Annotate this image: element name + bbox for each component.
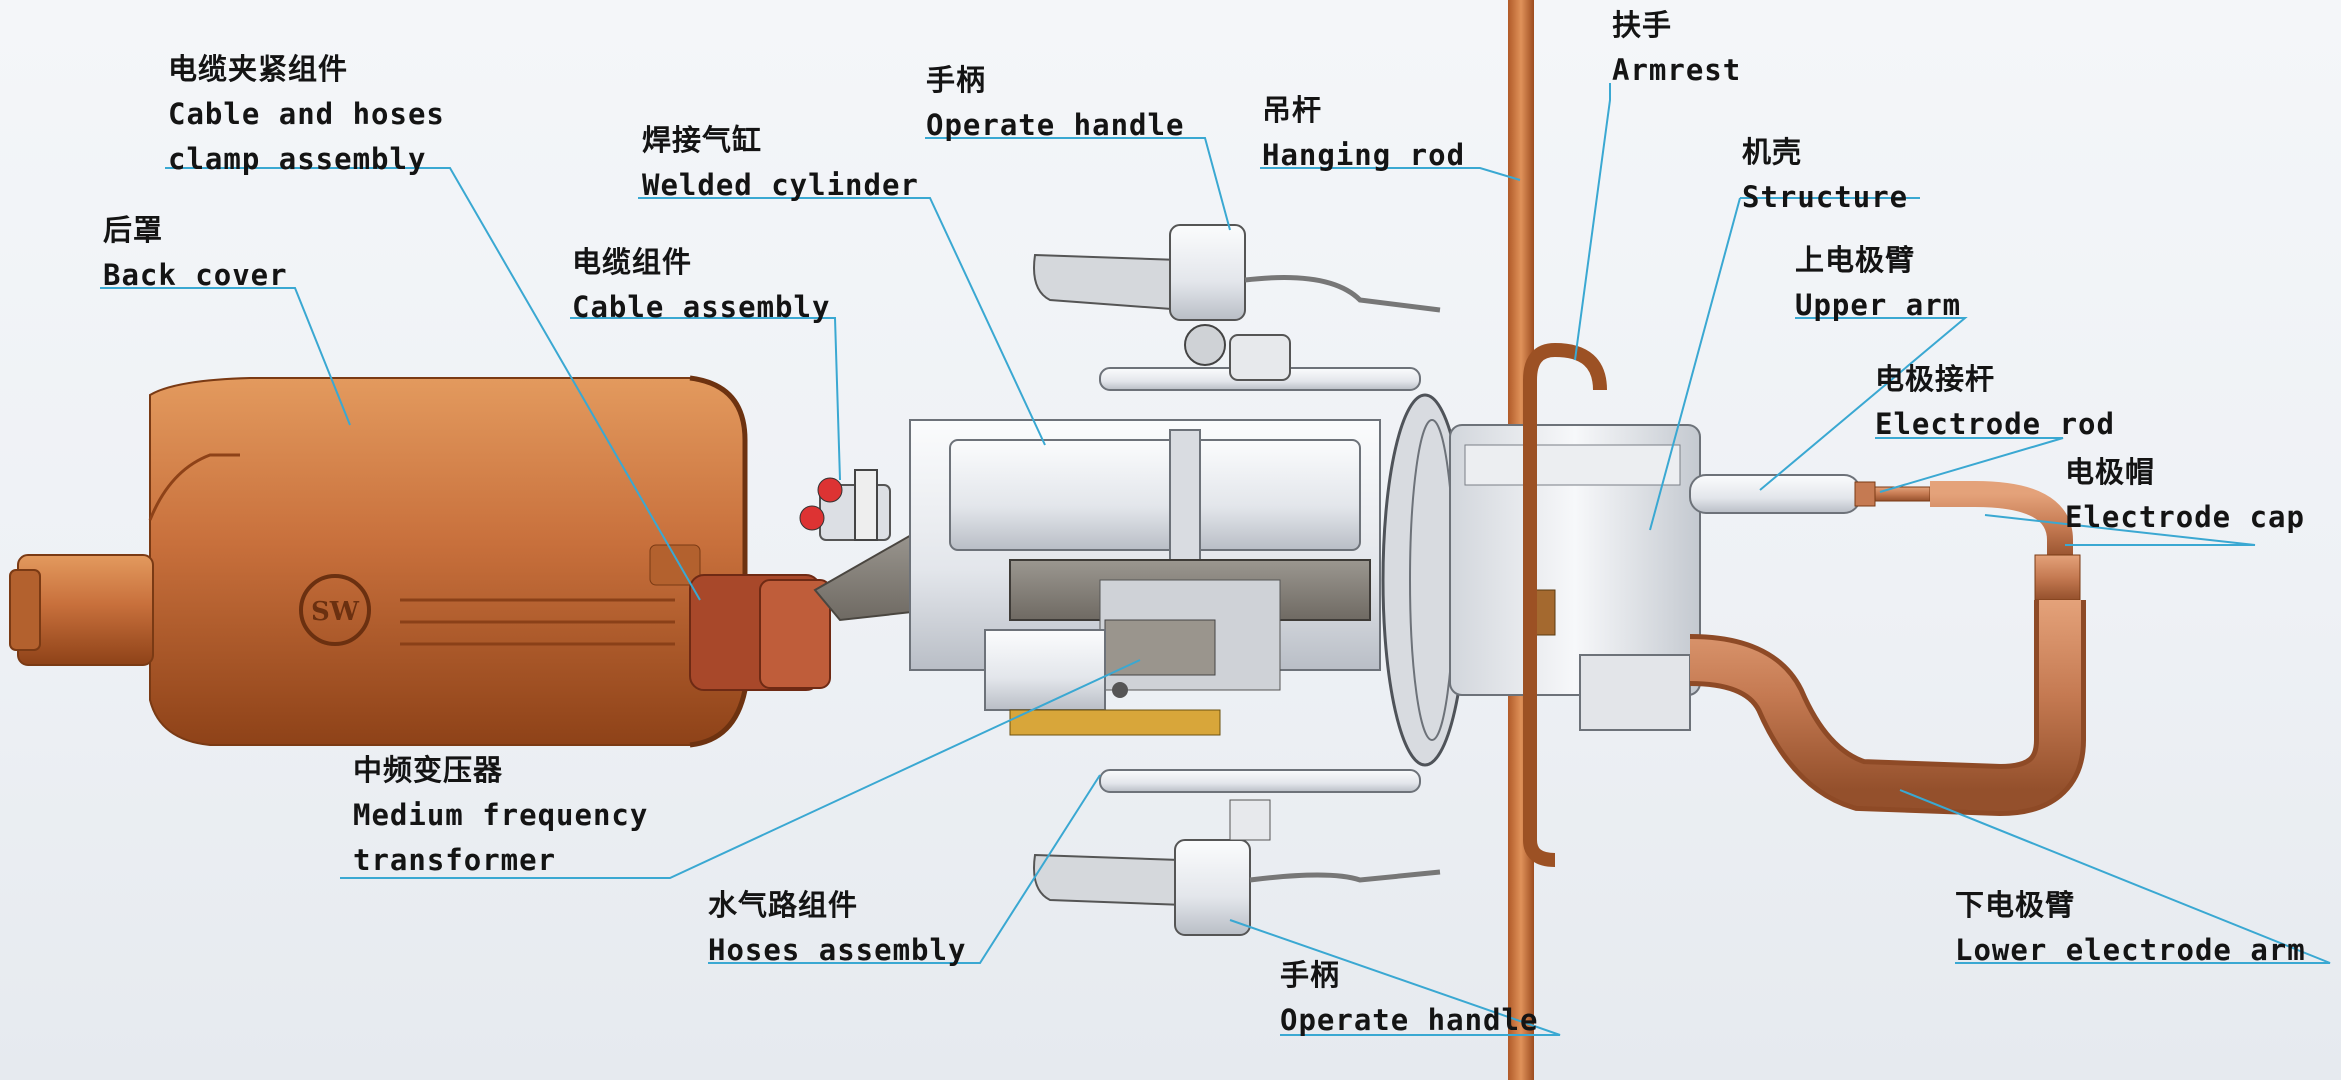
label-transformer-zh: 中频变压器	[353, 753, 504, 787]
leader-transformer	[340, 659, 1141, 879]
label-handle-bottom-zh: 手柄	[1280, 958, 1341, 992]
label-transformer-en1: Medium frequency	[353, 798, 649, 832]
label-hoses-en: Hoses assembly	[708, 933, 967, 967]
label-cable-assembly: 电缆组件 Cable assembly	[572, 240, 830, 330]
leader-upper-arm	[1759, 317, 1968, 491]
label-electrode-rod-en: Electrode rod	[1875, 407, 2115, 441]
label-hoses: 水气路组件 Hoses assembly	[708, 883, 966, 973]
label-structure-en: Structure	[1742, 180, 1909, 214]
cable-assembly-part	[799, 469, 891, 541]
leader-hanging-rod	[1260, 167, 1521, 181]
label-electrode-cap-zh: 电极帽	[2065, 455, 2156, 489]
label-armrest: 扶手 Armrest	[1612, 3, 1741, 93]
label-handle-top-zh: 手柄	[926, 63, 987, 97]
label-structure-zh: 机壳	[1742, 135, 1803, 169]
ring-flange-part	[1381, 393, 1469, 767]
label-lower-arm-en: Lower electrode arm	[1955, 933, 2306, 967]
label-welded-cylinder-en: Welded cylinder	[642, 168, 919, 202]
label-electrode-rod-zh: 电极接杆	[1875, 362, 1996, 396]
label-back-cover-en: Back cover	[103, 258, 288, 292]
label-transformer-en2: transformer	[353, 843, 557, 877]
label-transformer: 中频变压器 Medium frequency transformer	[353, 748, 648, 883]
upper-arm-part	[1689, 474, 2081, 601]
label-hanging-rod-en: Hanging rod	[1262, 138, 1466, 172]
lower-arm-part	[1689, 600, 2086, 817]
label-structure: 机壳 Structure	[1742, 130, 1908, 220]
leader-lower-arm	[1899, 789, 2331, 964]
leader-armrest	[1574, 83, 1611, 361]
label-cable-clamp-en1: Cable and hoses	[168, 97, 445, 131]
leader-structure	[1649, 197, 1741, 531]
main-body-part	[909, 419, 1381, 736]
leader-cable-assembly	[570, 317, 841, 481]
logo-mark: SW	[311, 597, 360, 627]
armrest-part	[1523, 343, 1607, 867]
leader-back-cover	[100, 287, 351, 426]
leader-electrode-cap	[1984, 514, 2256, 546]
label-cable-assembly-zh: 电缆组件	[572, 245, 693, 279]
label-hoses-zh: 水气路组件	[708, 888, 859, 922]
label-lower-arm: 下电极臂 Lower electrode arm	[1955, 883, 2306, 973]
label-upper-arm: 上电极臂 Upper arm	[1795, 238, 1961, 328]
leader-lines	[100, 83, 2331, 1036]
label-upper-arm-zh: 上电极臂	[1795, 243, 1916, 277]
top-handle-part	[1033, 224, 1441, 391]
label-cable-clamp: 电缆夹紧组件 Cable and hoses clamp assembly	[168, 47, 445, 182]
label-welded-cylinder: 焊接气缸 Welded cylinder	[642, 118, 919, 208]
label-lower-arm-zh: 下电极臂	[1955, 888, 2076, 922]
label-back-cover-zh: 后罩	[103, 213, 164, 247]
label-electrode-rod: 电极接杆 Electrode rod	[1875, 357, 2115, 447]
label-armrest-en: Armrest	[1612, 53, 1742, 87]
leader-handle-top	[925, 137, 1231, 231]
leader-hoses	[708, 774, 1101, 964]
bottom-handle-part	[1033, 769, 1441, 936]
leader-electrode-rod	[1875, 437, 2064, 493]
label-handle-top: 手柄 Operate handle	[926, 58, 1184, 148]
label-electrode-cap: 电极帽 Electrode cap	[2065, 450, 2305, 540]
leader-welded-cylinder	[638, 197, 1046, 446]
label-welded-cylinder-zh: 焊接气缸	[642, 123, 763, 157]
label-upper-arm-en: Upper arm	[1795, 288, 1962, 322]
label-handle-bottom-en: Operate handle	[1280, 1003, 1539, 1037]
leader-handle-bottom	[1229, 919, 1561, 1036]
leader-cable-clamp	[165, 167, 701, 601]
label-back-cover: 后罩 Back cover	[103, 208, 288, 298]
label-cable-assembly-en: Cable assembly	[572, 290, 831, 324]
label-cable-clamp-en2: clamp assembly	[168, 142, 427, 176]
structure-part	[1449, 424, 1701, 731]
back-cover-part: SW	[9, 375, 748, 748]
label-armrest-zh: 扶手	[1612, 8, 1673, 42]
label-handle-top-en: Operate handle	[926, 108, 1185, 142]
label-cable-clamp-zh: 电缆夹紧组件	[168, 52, 349, 86]
label-electrode-cap-en: Electrode cap	[2065, 500, 2305, 534]
label-hanging-rod: 吊杆 Hanging rod	[1262, 88, 1465, 178]
label-handle-bottom: 手柄 Operate handle	[1280, 953, 1538, 1043]
label-hanging-rod-zh: 吊杆	[1262, 93, 1323, 127]
